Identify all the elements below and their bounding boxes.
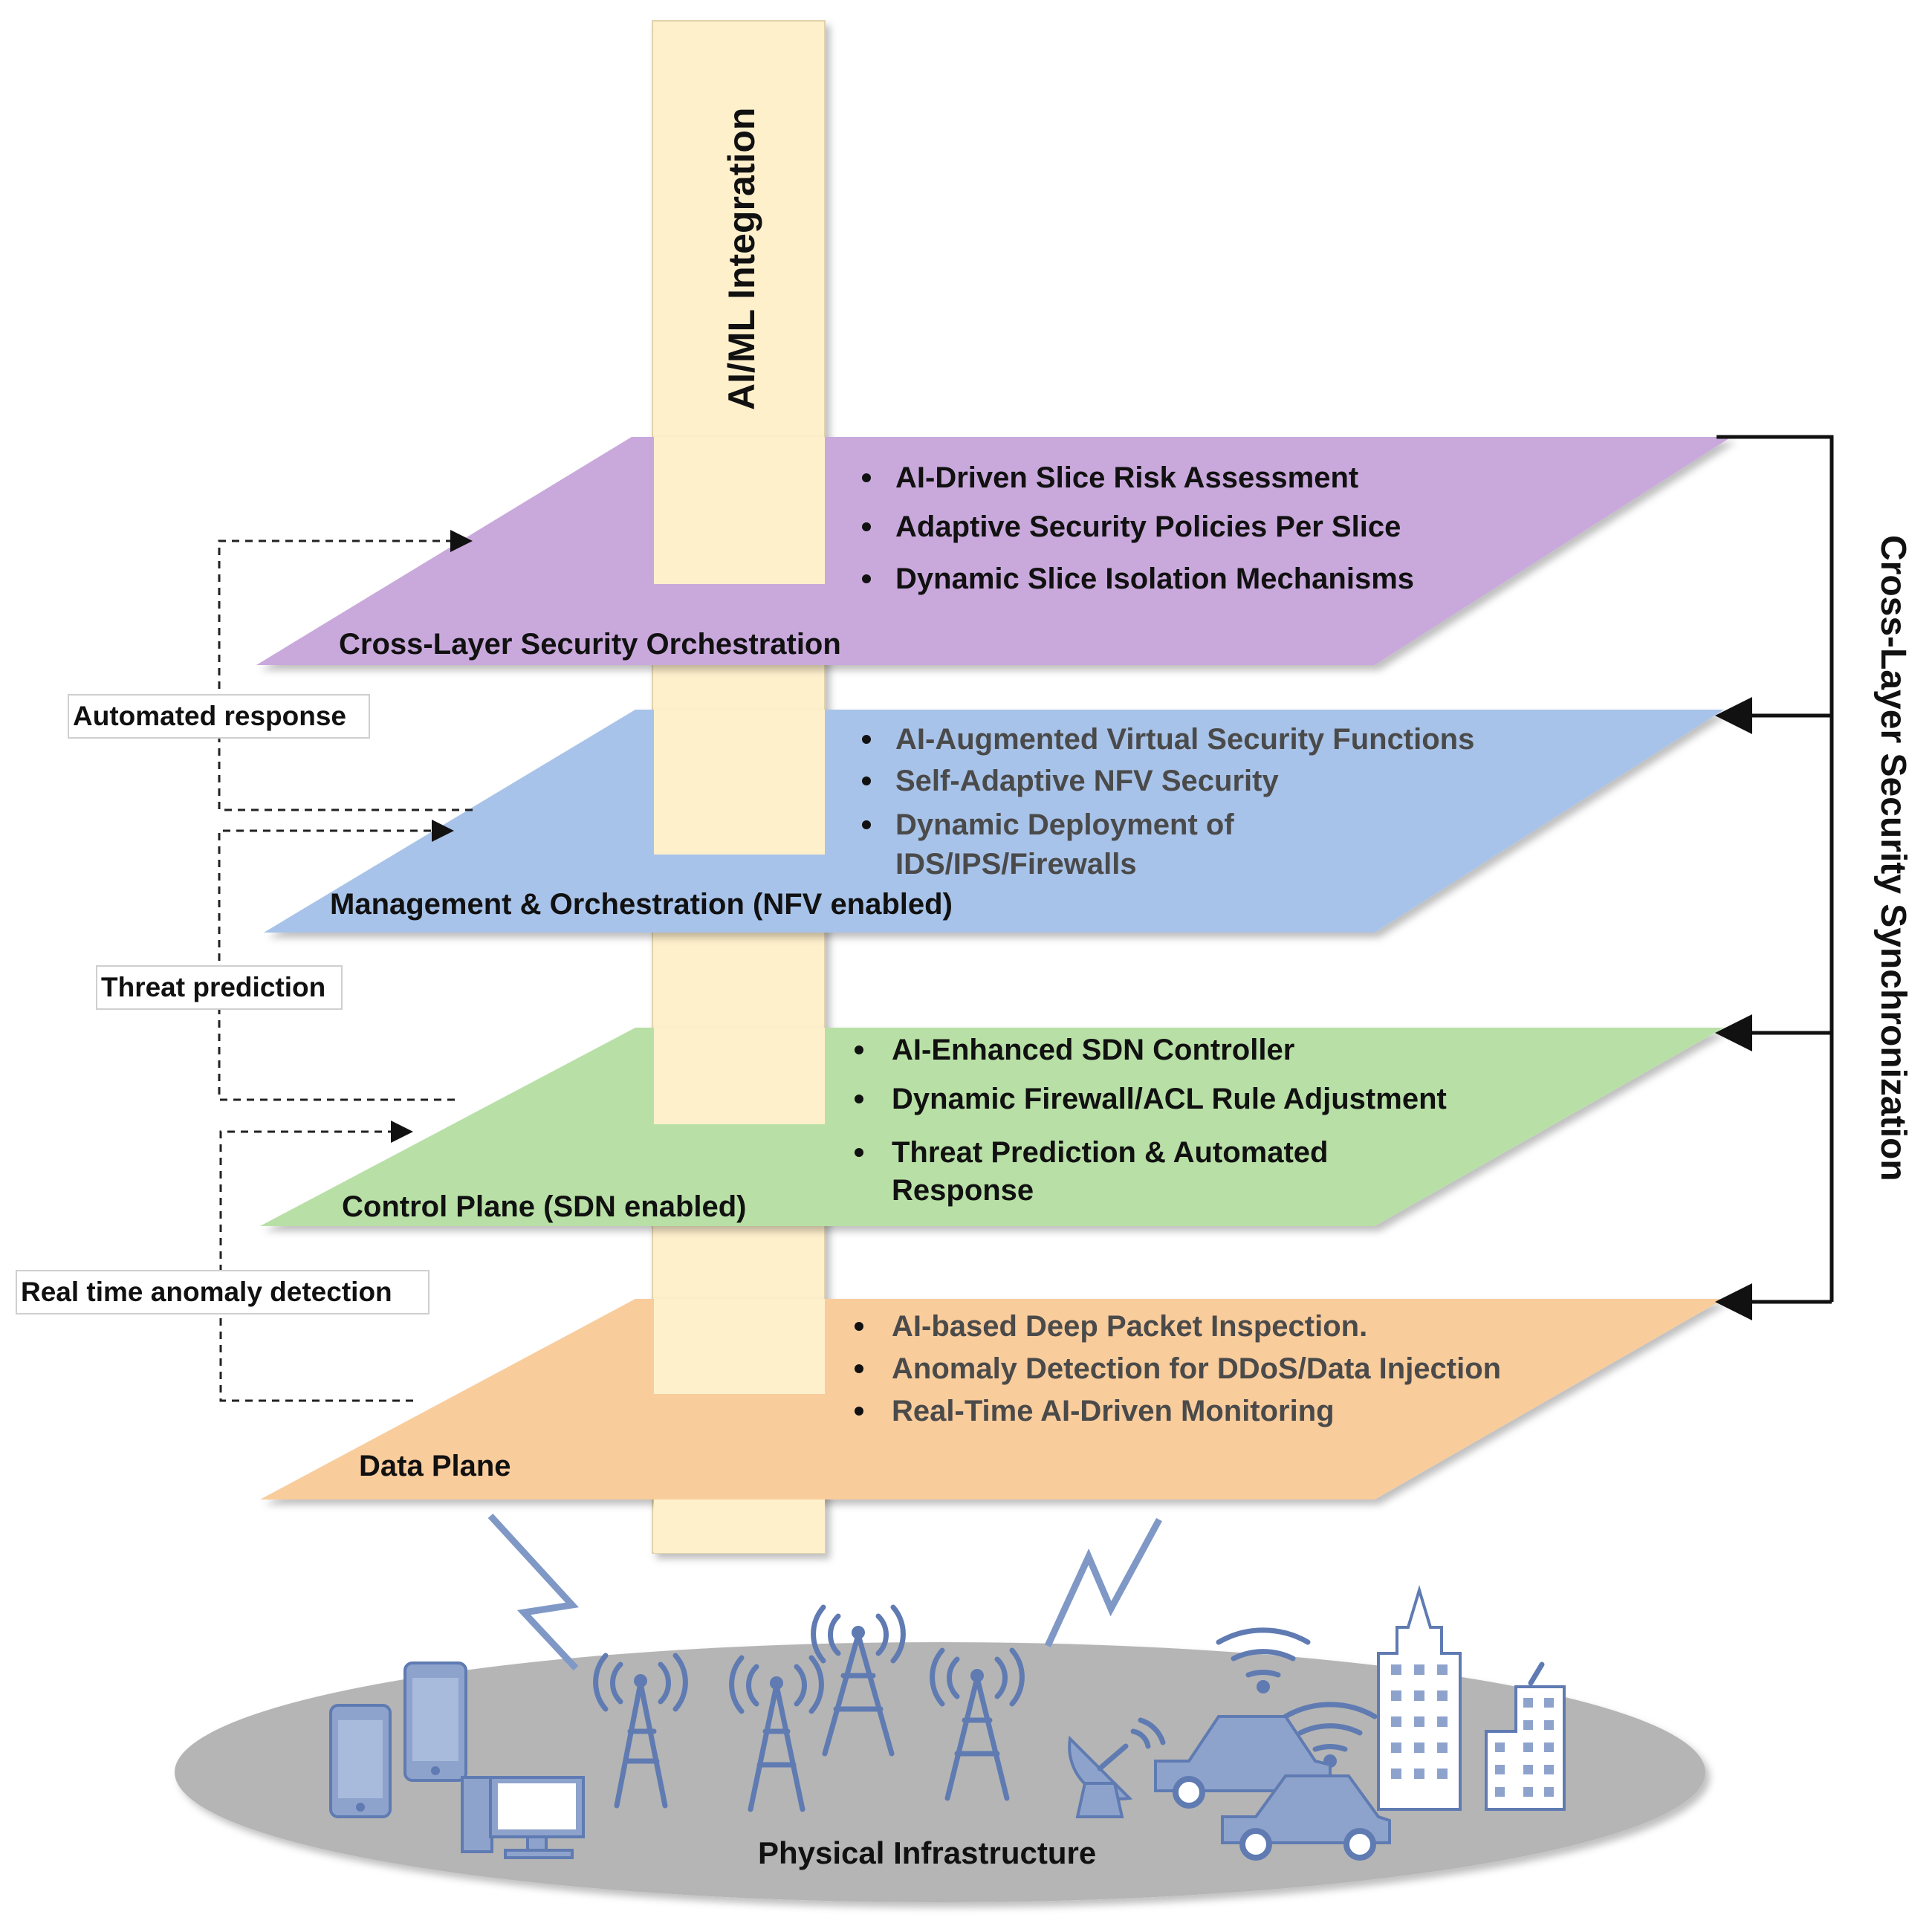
bullet-dot [855, 1095, 863, 1103]
bullet-dot [855, 1322, 863, 1331]
satellite-dish-icon [1068, 1717, 1166, 1818]
bullet-item: Dynamic Firewall/ACL Rule Adjustment [892, 1083, 1447, 1115]
smartphone-icon [403, 1661, 467, 1782]
bullet-item: AI-based Deep Packet Inspection. [892, 1310, 1367, 1343]
bullet-item: AI-Augmented Virtual Security Functions [895, 723, 1474, 756]
physical-infrastructure: Physical Infrastructure [175, 1513, 1705, 1902]
feedback-threat-prediction: Threat prediction [96, 820, 455, 1101]
sync-connector: Cross-Layer Security Synchronization [1715, 435, 1913, 1320]
layer-bullets: AI-Augmented Virtual Security Functions … [862, 723, 1474, 881]
layer-title: Management & Orchestration (NFV enabled) [330, 888, 953, 921]
ai-ml-column-label: AI/ML Integration [721, 108, 762, 410]
bullet-item: Adaptive Security Policies Per Slice [895, 510, 1401, 543]
layer-management-orchestration: Management & Orchestration (NFV enabled)… [264, 710, 1724, 933]
layer-bullets: AI-Driven Slice Risk Assessment Adaptive… [862, 461, 1414, 595]
office-building-icon [1485, 1661, 1566, 1811]
feedback-label: Automated response [73, 701, 346, 731]
layer-bullets: AI-based Deep Packet Inspection. Anomaly… [855, 1310, 1501, 1427]
car-icon [1221, 1774, 1391, 1861]
ai-ml-column-base [654, 1500, 825, 1553]
skyscraper-icon [1377, 1585, 1462, 1811]
bullet-dot [862, 735, 871, 744]
feedback-real-time-anomaly-detection: Real time anomaly detection [16, 1121, 429, 1402]
bullet-item: Threat Prediction & Automated [892, 1136, 1328, 1169]
cell-tower-icon [729, 1655, 824, 1812]
layer-title: Data Plane [359, 1450, 511, 1482]
bullet-dot [862, 473, 871, 482]
bullet-item: AI-Driven Slice Risk Assessment [895, 461, 1358, 494]
layer-bullets: AI-Enhanced SDN Controller Dynamic Firew… [855, 1034, 1447, 1207]
feedback-label: Real time anomaly detection [21, 1277, 392, 1307]
lightning-icon [1044, 1517, 1162, 1647]
lightning-icon [487, 1513, 580, 1671]
bullet-dot [855, 1407, 863, 1416]
bullet-dot [855, 1148, 863, 1157]
bullet-dot [862, 574, 871, 583]
desktop-computer-icon [461, 1776, 585, 1859]
infrastructure-label: Physical Infrastructure [758, 1835, 1096, 1870]
bullet-item: Dynamic Deployment of [895, 808, 1234, 841]
bullet-item: Anomaly Detection for DDoS/Data Injectio… [892, 1352, 1501, 1385]
bullet-item: IDS/IPS/Firewalls [895, 848, 1137, 881]
cell-tower-icon [811, 1604, 906, 1757]
layer-cross-layer-security-orchestration: Cross-Layer Security Orchestration AI-Dr… [256, 437, 1731, 665]
bullet-item: Real-Time AI-Driven Monitoring [892, 1395, 1335, 1427]
bullet-dot [855, 1364, 863, 1373]
bullet-item: Self-Adaptive NFV Security [895, 765, 1279, 797]
layer-data-plane: Data Plane AI-based Deep Packet Inspecti… [260, 1299, 1724, 1500]
bullet-dot [862, 522, 871, 531]
cell-tower-icon [593, 1653, 688, 1809]
layer-control-plane: Control Plane (SDN enabled) AI-Enhanced … [260, 1028, 1724, 1226]
wifi-icon [1216, 1627, 1311, 1693]
bullet-item: AI-Enhanced SDN Controller [892, 1034, 1294, 1066]
bullet-item: Dynamic Slice Isolation Mechanisms [895, 563, 1414, 595]
layer-title: Control Plane (SDN enabled) [342, 1190, 747, 1223]
bullet-dot [855, 1045, 863, 1054]
bullet-item: Response [892, 1174, 1034, 1207]
bullet-dot [862, 777, 871, 785]
cell-tower-icon [930, 1647, 1025, 1801]
layer-title: Cross-Layer Security Orchestration [339, 628, 841, 661]
bullet-dot [862, 820, 871, 829]
feedback-automated-response: Automated response [68, 530, 473, 811]
feedback-label: Threat prediction [101, 972, 325, 1002]
sync-label: Cross-Layer Security Synchronization [1873, 535, 1913, 1181]
smartphone-icon [329, 1704, 392, 1818]
